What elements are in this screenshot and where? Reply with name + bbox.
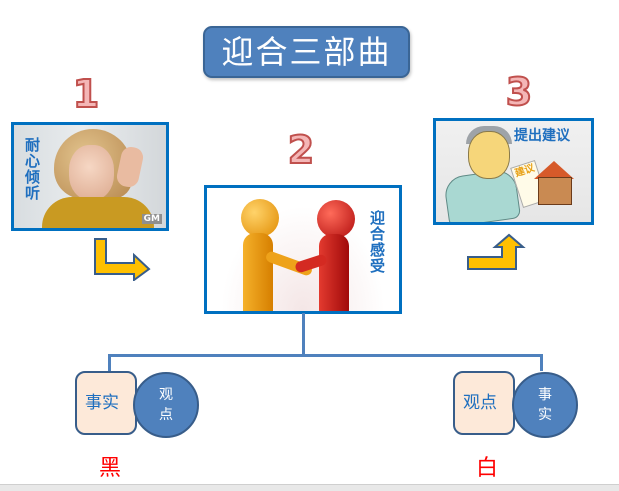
opinion-circle-line1: 观 [159, 387, 173, 403]
up-bend-arrow-icon [466, 233, 526, 273]
fact-box-label: 事实 [85, 393, 119, 413]
opinion-circle: 观 点 [133, 372, 199, 438]
woman-face [69, 145, 114, 200]
fact-circle: 事 实 [512, 372, 578, 438]
connector-left-drop [108, 354, 111, 371]
red-figure-body [319, 234, 349, 311]
listening-picture: 耐心倾听 GM [11, 122, 169, 231]
connector-horizontal [108, 354, 543, 357]
opinion-box-label: 观点 [463, 393, 497, 413]
handshake-picture: 迎合感受 [204, 185, 402, 314]
right-bend-arrow-icon [92, 237, 152, 281]
yellow-figure-body [243, 233, 273, 311]
yellow-figure-head [241, 199, 279, 237]
opinion-circle-line2: 点 [159, 407, 173, 423]
yellow-shirt [42, 197, 154, 228]
fact-circle-line1: 事 [538, 387, 552, 403]
step-number-2: 2 [287, 127, 315, 173]
caption-make-suggestion: 提出建议 [514, 128, 570, 144]
man-head [468, 131, 510, 179]
step-number-3: 3 [505, 69, 533, 115]
caption-echo-feelings: 迎合感受 [368, 210, 386, 274]
connector-right-drop [540, 354, 543, 371]
suggestion-picture: 建议 提出建议 [433, 118, 594, 225]
connector-vertical-center [302, 313, 305, 356]
house-roof [534, 161, 574, 179]
fact-box: 事实 [75, 371, 137, 435]
house-icon [538, 177, 572, 205]
verdict-white: 白 [476, 456, 499, 481]
caption-listen-patiently: 耐心倾听 [23, 137, 41, 201]
verdict-black: 黑 [99, 456, 122, 481]
watermark: GM [141, 214, 162, 224]
step-number-1: 1 [72, 71, 100, 117]
opinion-box: 观点 [453, 371, 515, 435]
title-banner: 迎合三部曲 [203, 26, 410, 78]
window-bottom-edge [0, 484, 619, 491]
fact-circle-line2: 实 [538, 407, 552, 423]
red-figure-head [317, 200, 355, 238]
